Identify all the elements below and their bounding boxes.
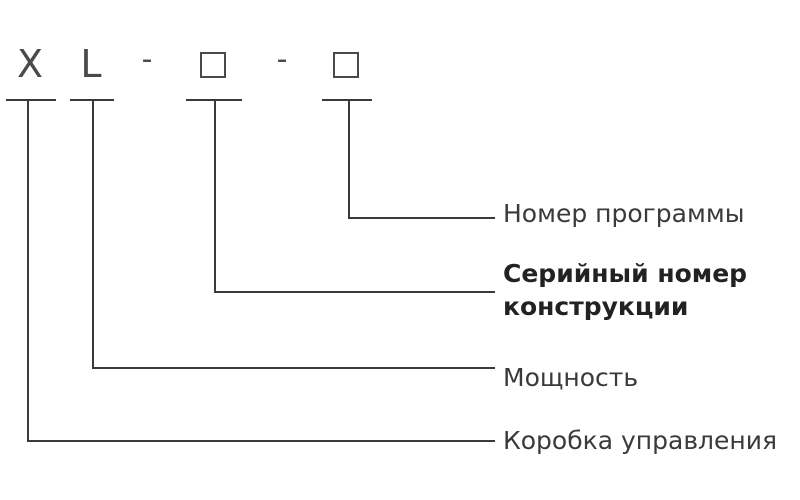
connector-control-box xyxy=(27,100,495,442)
label-control-box: Коробка управления xyxy=(503,426,778,455)
connector-power xyxy=(92,100,495,369)
code-placeholder-box-1 xyxy=(200,52,226,78)
code-separator-1: - xyxy=(141,42,153,77)
label-design-serial-line1: Серийный номер xyxy=(503,259,748,288)
label-design-serial-line2: конструкции xyxy=(503,292,689,321)
connector-program-number xyxy=(348,100,495,219)
label-power: Мощность xyxy=(503,363,639,392)
code-char-x: X xyxy=(16,42,44,86)
code-char-l: L xyxy=(80,42,102,86)
connector-design-serial xyxy=(214,100,495,293)
label-program-number: Номер программы xyxy=(503,199,745,228)
code-separator-2: - xyxy=(276,42,288,77)
code-placeholder-box-2 xyxy=(333,52,359,78)
